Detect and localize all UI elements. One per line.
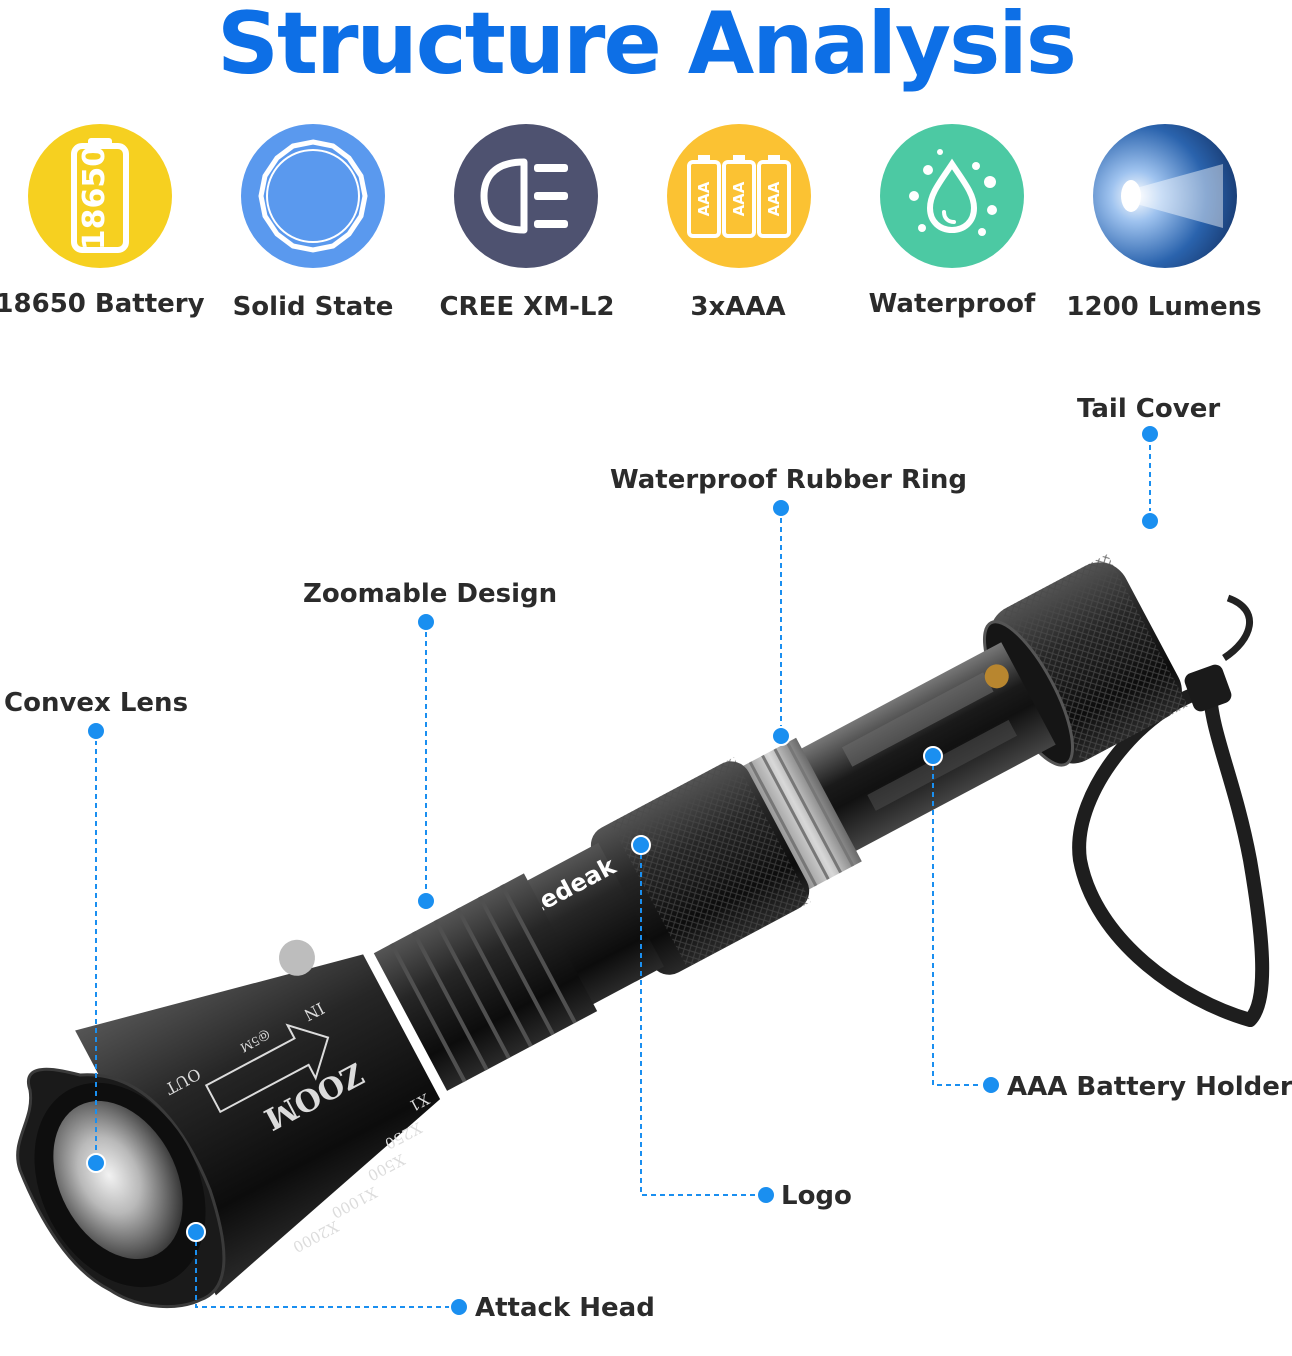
page-title: Structure Analysis [217, 0, 1077, 94]
aaa-icon-text-3: AAA [765, 181, 783, 216]
aaa-icon-text-2: AAA [730, 181, 748, 216]
callout-zoomable-design: Zoomable Design [303, 579, 558, 609]
headlight-beam-icon [454, 124, 598, 268]
battery-18650-icon: 18650 [28, 124, 172, 268]
callout-tail-cover: Tail Cover [1077, 394, 1221, 424]
attack-head [16, 1067, 226, 1309]
battery-icon-text: 18650 [77, 146, 112, 250]
feature-label-waterproof: Waterproof [868, 289, 1036, 319]
callout-rubber-ring: Waterproof Rubber Ring [610, 465, 968, 495]
aaa-icon-text-1: AAA [695, 181, 713, 216]
light-beam-icon [1093, 124, 1237, 268]
callout-convex-lens: Convex Lens [4, 688, 189, 718]
solid-state-icon [241, 124, 385, 268]
feature-label-lumens: 1200 Lumens [1066, 292, 1262, 322]
callout-attack-head: Attack Head [475, 1293, 655, 1323]
water-drop-icon [880, 124, 1024, 268]
flashlight-body: Ledeak ZOOM IN OUT @5M X1 X250 X500 X100… [75, 554, 1189, 1296]
aaa-batteries-icon: AAA AAA AAA [667, 124, 811, 268]
zoom-neck [373, 873, 598, 1091]
feature-label-battery: 18650 Battery [0, 289, 205, 319]
feature-label-aaa: 3xAAA [690, 292, 786, 322]
feature-label-solid-state: Solid State [232, 292, 394, 322]
lanyard [1072, 594, 1270, 1027]
callout-battery-holder: AAA Battery Holder [1007, 1072, 1292, 1102]
head-housing [75, 954, 441, 1296]
callout-logo: Logo [781, 1181, 852, 1211]
feature-label-cree: CREE XM-L2 [439, 292, 615, 322]
convex-lens [53, 1100, 183, 1260]
battery-holder [798, 642, 1056, 853]
